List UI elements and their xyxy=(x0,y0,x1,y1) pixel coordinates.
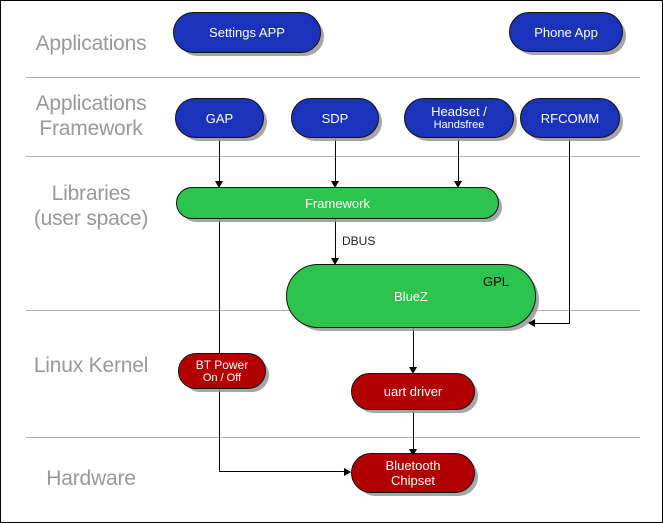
divider-applications xyxy=(26,77,640,78)
node-gap[interactable]: GAP xyxy=(175,98,264,138)
layer-label-applications-framework: Applications Framework xyxy=(35,92,147,140)
node-bt-power[interactable]: BT Power On / Off xyxy=(178,353,266,389)
node-uart-driver-label: uart driver xyxy=(383,384,443,399)
connector-rfcomm-vertical xyxy=(569,138,570,324)
node-headset-handsfree-label-line1: Headset / xyxy=(431,104,487,119)
arrowhead-gap-to-framework xyxy=(215,181,223,188)
divider-linux-kernel xyxy=(26,437,640,438)
arrowhead-uart-to-chipset xyxy=(409,449,417,456)
node-bluetooth-chipset-label-line1: Bluetooth xyxy=(385,458,441,473)
node-bluez-label: BlueZ xyxy=(394,288,428,304)
node-framework[interactable]: Framework xyxy=(176,187,499,219)
node-phone-app[interactable]: Phone App xyxy=(509,12,623,52)
node-headset-handsfree-label-line2: Handsfree xyxy=(433,119,485,131)
layer-label-libraries: Libraries (user space) xyxy=(33,182,149,230)
node-settings-app[interactable]: Settings APP xyxy=(173,12,321,53)
layer-label-linux-kernel: Linux Kernel xyxy=(33,354,149,377)
node-bluez[interactable]: BlueZ xyxy=(286,264,536,328)
node-rfcomm-label: RFCOMM xyxy=(540,110,600,126)
layer-label-hardware: Hardware xyxy=(46,467,136,490)
arrowhead-rfcomm-to-bluez xyxy=(528,319,535,327)
connector-uart-to-chipset xyxy=(413,410,414,453)
node-rfcomm[interactable]: RFCOMM xyxy=(520,98,620,138)
connector-bluez-to-uart xyxy=(413,328,414,370)
node-gap-label: GAP xyxy=(205,110,234,126)
divider-applications-framework xyxy=(26,156,640,157)
node-headset-handsfree[interactable]: Headset / Handsfree xyxy=(404,98,514,138)
node-bluez-license-tag: GPL xyxy=(483,274,510,289)
connector-framework-to-bluez xyxy=(335,218,336,260)
arrowhead-bluez-to-uart xyxy=(409,367,417,374)
connector-gap-to-chipset-vertical xyxy=(219,138,220,471)
node-phone-app-label: Phone App xyxy=(534,24,598,40)
layer-label-applications: Applications xyxy=(35,32,147,55)
node-bluetooth-chipset[interactable]: Bluetooth Chipset xyxy=(351,453,475,493)
arrowhead-framework-to-bluez xyxy=(331,258,339,265)
edge-label-dbus: DBUS xyxy=(342,234,376,248)
node-sdp[interactable]: SDP xyxy=(291,98,379,138)
connector-headset-to-framework xyxy=(458,138,459,183)
arrowhead-sdp-to-framework xyxy=(331,181,339,188)
node-settings-app-label: Settings APP xyxy=(209,25,285,40)
connector-rfcomm-horizontal xyxy=(535,323,570,324)
node-framework-label: Framework xyxy=(304,195,370,211)
connector-gap-to-chipset-horizontal xyxy=(219,471,344,472)
node-sdp-label: SDP xyxy=(321,110,349,126)
arrowhead-gap-to-chipset xyxy=(344,468,351,476)
connector-sdp-to-framework xyxy=(335,138,336,183)
node-uart-driver[interactable]: uart driver xyxy=(351,373,475,410)
node-bluetooth-chipset-label-line2: Chipset xyxy=(390,473,436,488)
arrowhead-headset-to-framework xyxy=(454,181,462,188)
node-bt-power-label-line2: On / Off xyxy=(202,371,242,384)
node-bt-power-label-line1: BT Power xyxy=(195,357,249,372)
